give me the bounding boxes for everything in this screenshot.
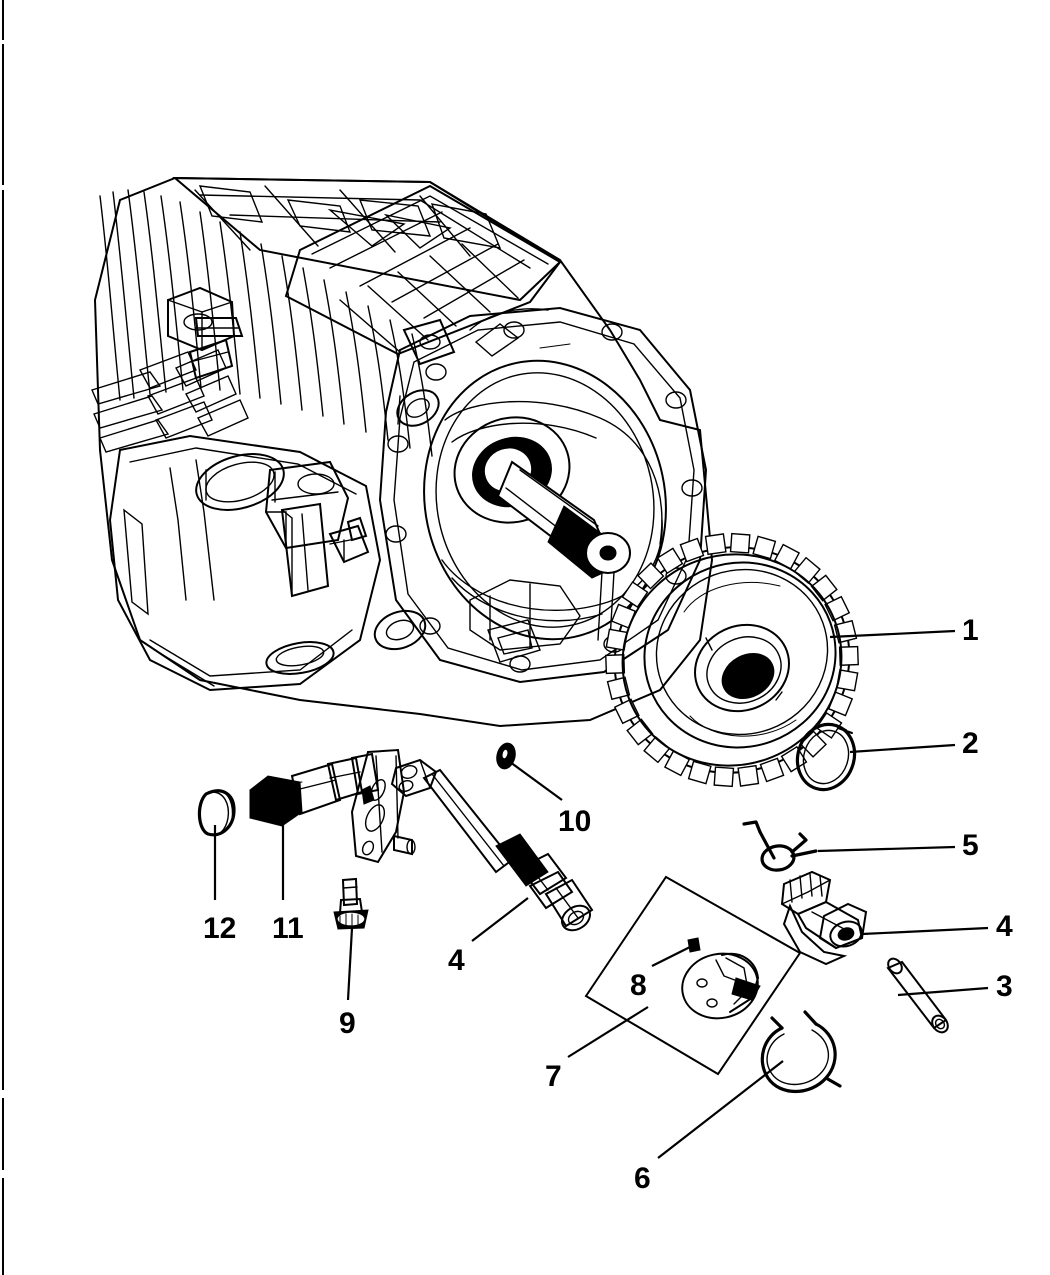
transfer-case-housing — [91, 176, 714, 728]
callout-label-11[interactable]: 11 — [272, 912, 304, 945]
part-detent-plate — [584, 875, 802, 1076]
callout-label-10[interactable]: 10 — [558, 805, 592, 838]
part-shift-rail — [390, 758, 594, 932]
callout-label-9[interactable]: 9 — [339, 1007, 356, 1040]
leader-3 — [897, 986, 989, 997]
part-seal-cap — [197, 789, 236, 837]
callout-label-2[interactable]: 2 — [962, 727, 979, 760]
leader-5 — [817, 845, 956, 853]
case-sump — [108, 434, 382, 692]
output-flange — [373, 306, 708, 684]
leader-9 — [346, 927, 354, 1001]
callout-label-7[interactable]: 7 — [545, 1060, 562, 1093]
callout-label-4b[interactable]: 4 — [996, 910, 1013, 943]
part-torsion-spring — [742, 820, 818, 872]
part-detent-plunger-bolt — [333, 877, 369, 930]
cooling-fins — [91, 189, 433, 457]
callout-label-6[interactable]: 6 — [634, 1162, 651, 1195]
part-shift-fork — [780, 870, 868, 966]
leader-6 — [657, 1060, 784, 1159]
callout-label-1[interactable]: 1 — [962, 614, 979, 647]
detent-cam — [681, 952, 761, 1020]
leader-4a — [471, 897, 529, 942]
leader-4b — [861, 926, 989, 936]
part-roll-pin — [886, 957, 949, 1034]
leader-7 — [567, 1006, 649, 1058]
leader-8 — [651, 945, 693, 967]
leader-10 — [509, 761, 563, 801]
callout-leader-lines — [213, 629, 989, 1159]
callout-label-3[interactable]: 3 — [996, 970, 1013, 1003]
part-shift-shaft-lever — [249, 748, 416, 864]
callout-label-12[interactable]: 12 — [203, 912, 237, 945]
leader-2 — [849, 743, 956, 754]
callout-label-8[interactable]: 8 — [630, 969, 647, 1002]
part-retaining-clip — [760, 1010, 842, 1093]
leader-1 — [829, 629, 956, 639]
callout-label-5[interactable]: 5 — [962, 829, 979, 862]
case-sensor-boss — [167, 286, 244, 380]
part-detent-ball-pin — [687, 937, 701, 953]
part-snap-ring — [795, 722, 857, 792]
callout-label-4a[interactable]: 4 — [448, 944, 465, 977]
